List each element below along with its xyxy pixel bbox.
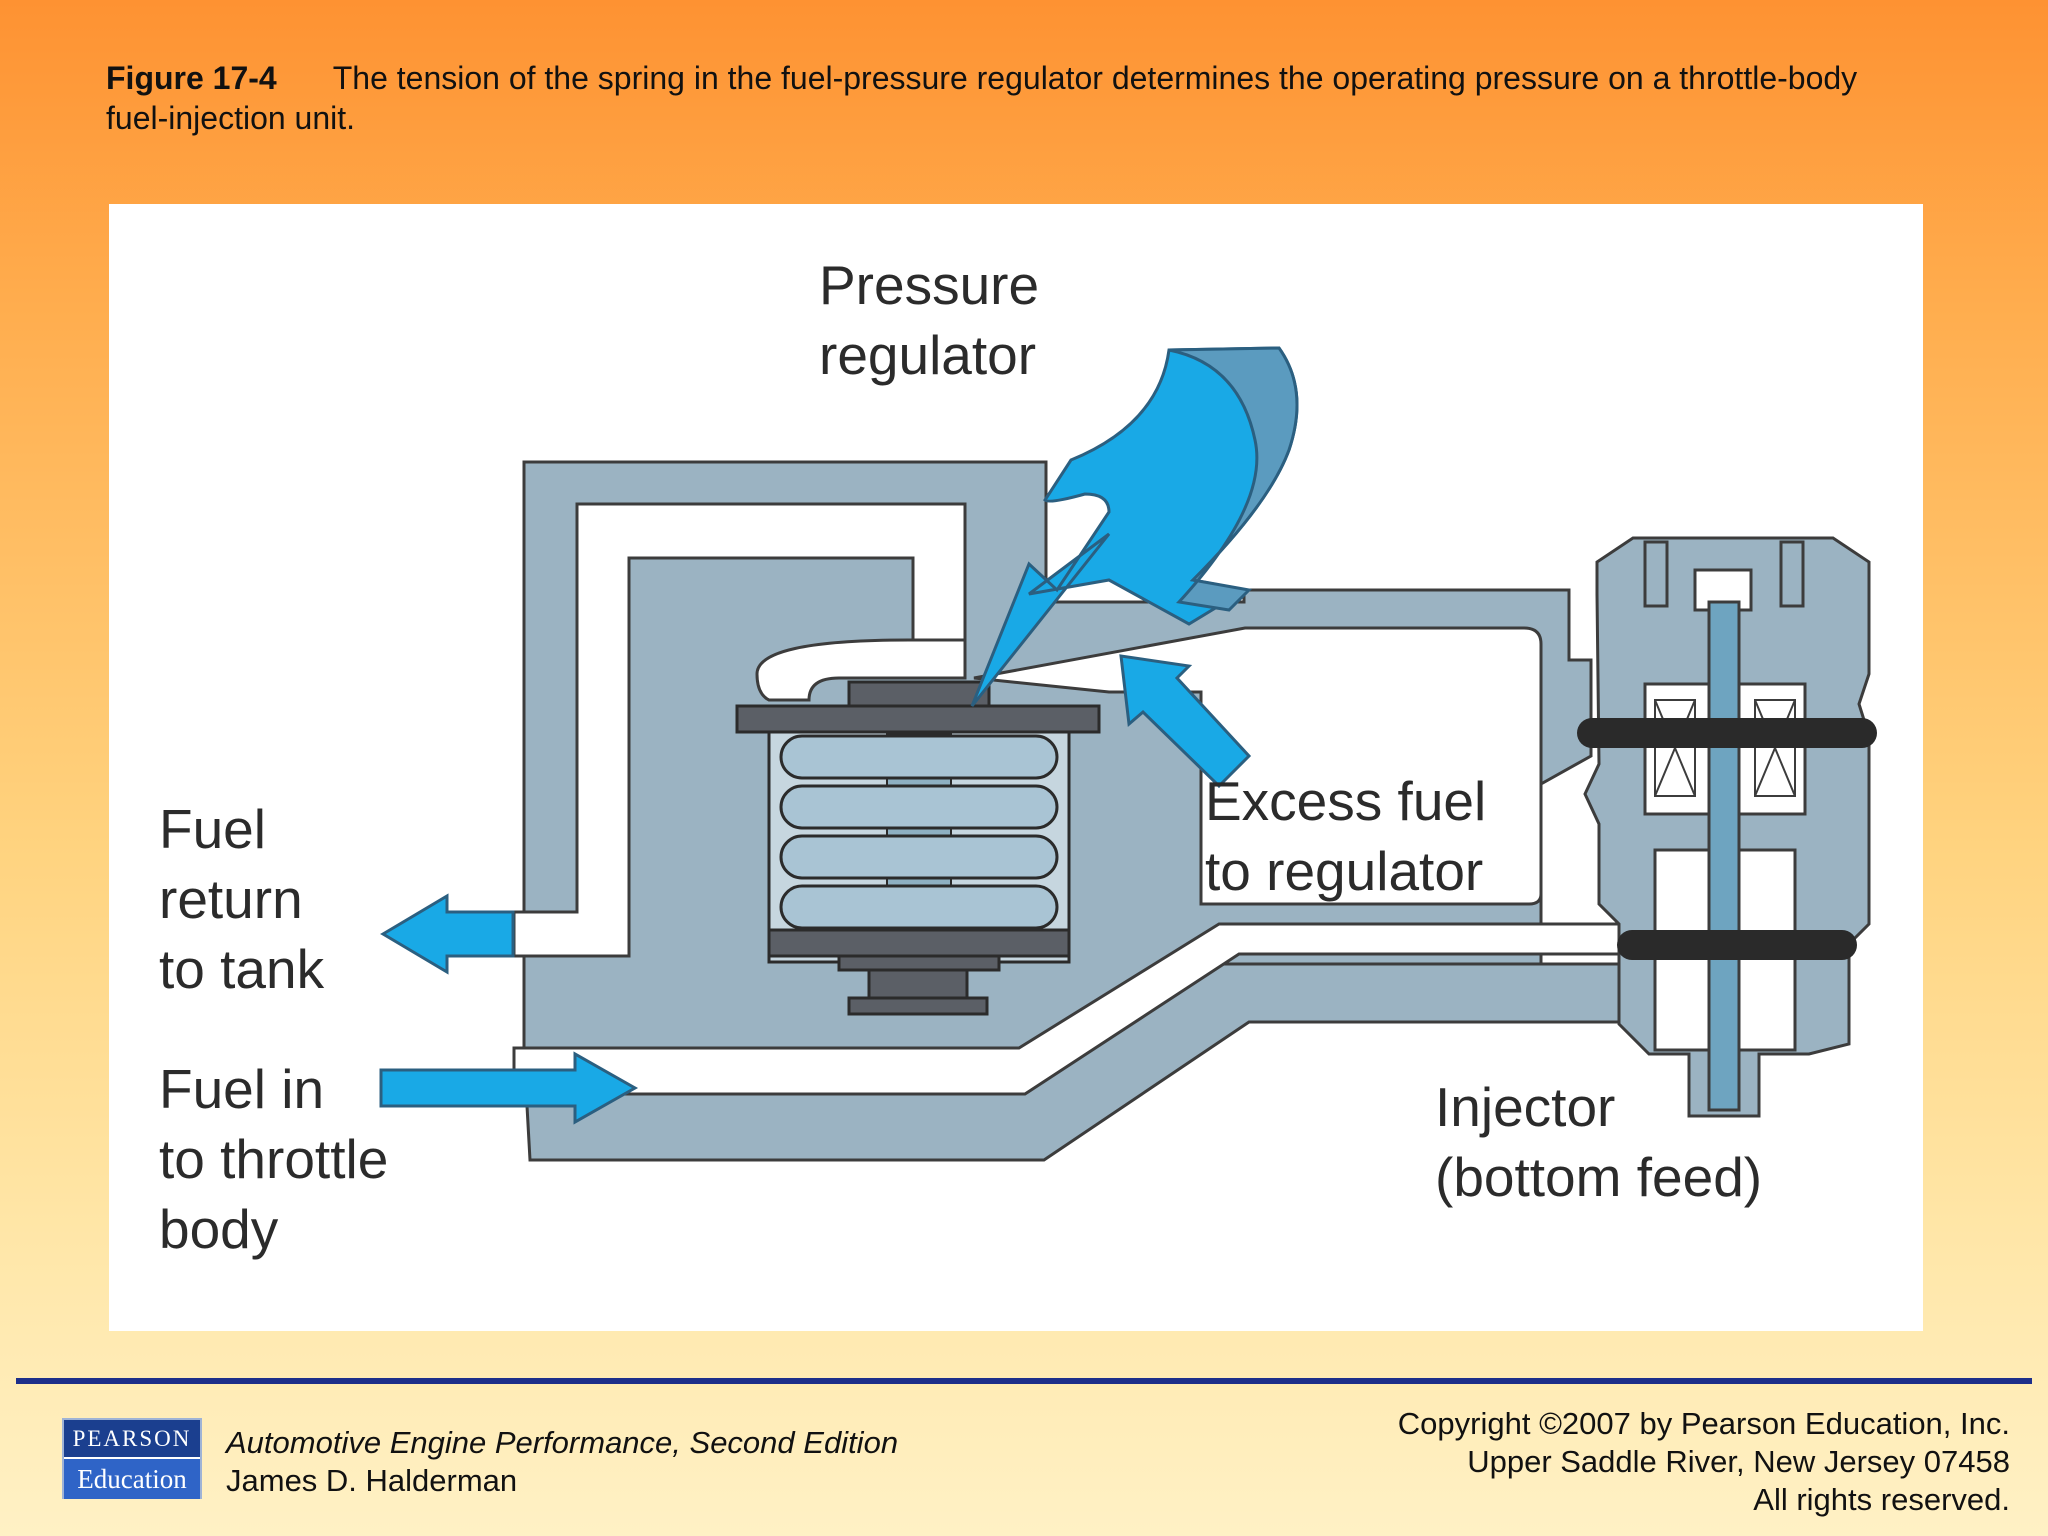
return-passage xyxy=(512,502,967,958)
label-fuel-return-line2: return xyxy=(159,868,303,930)
regulator-adjuster-nut xyxy=(867,968,969,1000)
injector-terminal-left xyxy=(1643,540,1669,608)
label-excess-fuel-line1: Excess fuel xyxy=(1205,770,1486,832)
fuel-return-arrow xyxy=(380,893,515,975)
regulator-upper-plate xyxy=(735,704,1101,734)
fuel-in-arrow xyxy=(379,1051,639,1125)
figure-caption-text: The tension of the spring in the fuel-pr… xyxy=(106,60,1858,136)
label-fuel-in-line1: Fuel in xyxy=(159,1058,324,1120)
footer-divider xyxy=(16,1378,2032,1384)
excess-fuel-chamber xyxy=(973,626,1543,906)
excess-fuel-arrow xyxy=(1119,654,1252,789)
pearson-logo-top: PEARSON xyxy=(64,1420,200,1457)
book-info: Automotive Engine Performance, Second Ed… xyxy=(226,1424,898,1500)
label-fuel-return-line3: to tank xyxy=(159,938,325,1000)
label-fuel-in-line3: body xyxy=(159,1198,279,1260)
label-injector-line1: Injector xyxy=(1435,1076,1615,1138)
regulator-bypass xyxy=(755,638,967,702)
label-pressure-regulator-line1: Pressure xyxy=(819,254,1039,316)
label-fuel-return: Fuel return to tank xyxy=(159,798,325,1000)
copyright-notice: Copyright ©2007 by Pearson Education, In… xyxy=(1398,1405,2010,1519)
regulator-adjuster xyxy=(837,954,1001,972)
label-excess-fuel: Excess fuel to regulator xyxy=(1205,770,1502,902)
upper-o-ring xyxy=(1577,718,1877,748)
pressure-regulator-arrow-side xyxy=(1168,346,1299,612)
copyright-line-1: Copyright ©2007 by Pearson Education, In… xyxy=(1397,1406,2010,1441)
book-title: Automotive Engine Performance, Second Ed… xyxy=(226,1425,899,1460)
regulator-diaphragm-cap xyxy=(847,680,991,710)
regulator-lower-plate xyxy=(767,928,1071,958)
fuel-regulator-diagram: Pressure regulator Excess fuel to regula… xyxy=(159,254,1877,1260)
label-injector-line2: (bottom feed) xyxy=(1435,1146,1762,1208)
figure-number: Figure 17-4 xyxy=(106,60,277,96)
label-pressure-regulator: Pressure regulator xyxy=(819,254,1054,386)
pearson-logo-bottom: Education xyxy=(64,1457,200,1499)
label-excess-fuel-line2: to regulator xyxy=(1205,840,1483,902)
pearson-logo: PEARSON Education xyxy=(62,1418,202,1499)
lower-o-ring xyxy=(1617,930,1857,960)
book-author: James D. Halderman xyxy=(226,1463,518,1498)
label-fuel-return-line1: Fuel xyxy=(159,798,266,860)
label-fuel-in-line2: to throttle xyxy=(159,1128,388,1190)
copyright-line-2: Upper Saddle River, New Jersey 07458 xyxy=(1467,1444,2010,1479)
injector-terminal-right xyxy=(1779,540,1805,608)
regulator-spring xyxy=(779,734,1059,930)
regulator-base xyxy=(847,996,989,1016)
diagram-panel: Pressure regulator Excess fuel to regula… xyxy=(109,204,1923,1331)
label-injector: Injector (bottom feed) xyxy=(1435,1076,1762,1208)
injector-pintle xyxy=(1707,600,1741,1112)
label-fuel-in: Fuel in to throttle body xyxy=(159,1058,404,1260)
copyright-line-3: All rights reserved. xyxy=(1753,1482,2010,1517)
label-pressure-regulator-line2: regulator xyxy=(819,324,1036,386)
